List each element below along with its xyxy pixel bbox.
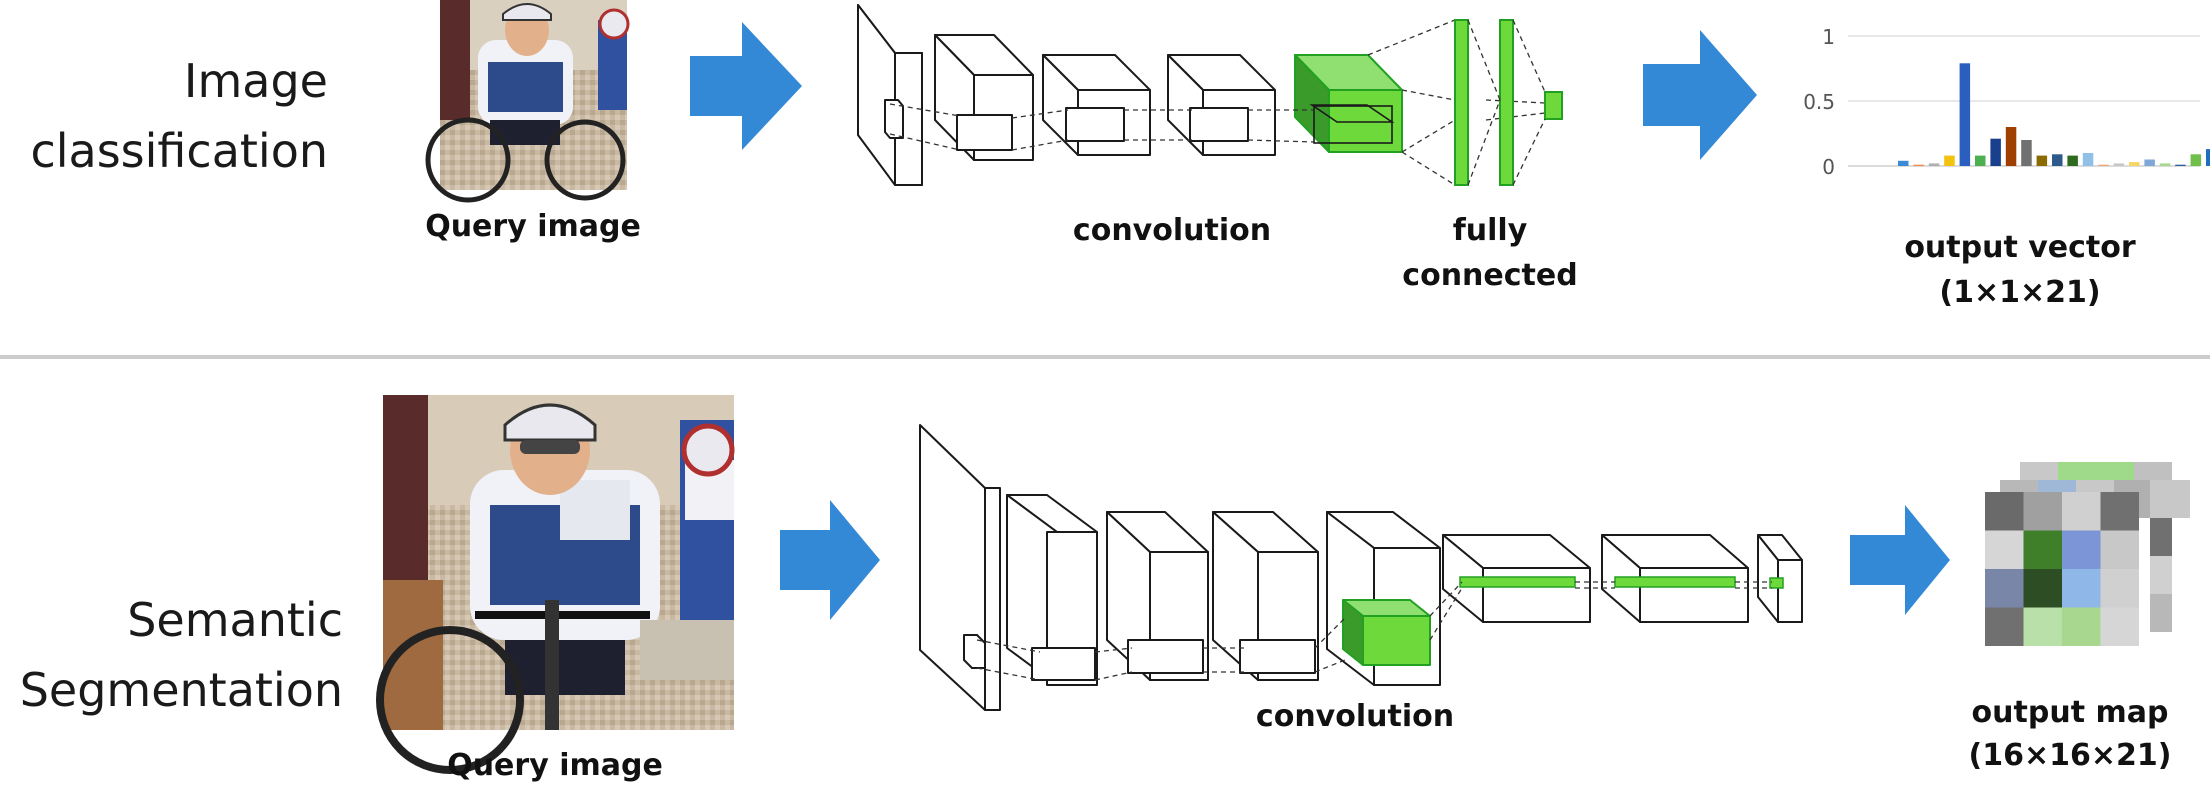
chart-bar [2036, 155, 2048, 166]
segmentation-conv-block-5 [1442, 534, 1591, 623]
output-map-cell [2100, 569, 2139, 608]
output-map [1985, 462, 2190, 646]
output-vector-caption-line2: (1×1×21) [1939, 275, 2100, 310]
classification-title-line1: Image [184, 54, 328, 108]
classification-conv-caption: convolution [1073, 213, 1271, 248]
chart-bar [1898, 160, 1909, 166]
output-map-cell [2150, 594, 2172, 632]
segmentation-conv-block-3 [1212, 511, 1319, 681]
chart-ytick-0: 0 [1822, 155, 1835, 179]
chart-bar [1913, 164, 1924, 166]
chart-bar [2206, 149, 2210, 166]
output-map-cell [1985, 492, 2024, 531]
output-map-cell [2062, 607, 2101, 646]
chart-bar [2113, 163, 2125, 166]
classification-query-caption: Query image [425, 209, 641, 244]
chart-bar [2005, 127, 2017, 166]
chart-bar [1975, 155, 1986, 166]
classification-section: Image classification Query image [30, 0, 2210, 310]
classification-fc-caption-line2: connected [1402, 258, 1577, 293]
segmentation-conv-block-2 [1106, 511, 1209, 681]
segmentation-conv-caption: convolution [1256, 699, 1454, 734]
chart-ytick-0-5: 0.5 [1803, 90, 1835, 114]
segmentation-input-arrow-icon [780, 500, 880, 620]
segmentation-output-arrow-icon [1850, 505, 1950, 615]
segmentation-title-line2: Segmentation [20, 663, 343, 717]
output-map-cell [2023, 492, 2062, 531]
output-map-cell [2062, 569, 2101, 608]
segmentation-conv-block-7 [1757, 534, 1803, 623]
output-map-cell [2150, 480, 2172, 518]
classification-conv-block-2 [1042, 54, 1151, 156]
chart-bar [2144, 159, 2155, 166]
segmentation-query-caption: Query image [447, 748, 663, 783]
classification-input-layer [857, 4, 923, 186]
chart-bars [1898, 63, 2210, 166]
classification-query-image [425, 0, 630, 203]
chart-bar [2129, 162, 2140, 166]
output-map-cell [2100, 607, 2139, 646]
segmentation-title-line1: Semantic [127, 593, 343, 647]
output-map-caption-line1: output map [1972, 695, 2169, 730]
segmentation-section: Semantic Segmentation Query image [20, 395, 2190, 783]
chart-bar [1928, 163, 1940, 166]
segmentation-conv-block-4 [1326, 511, 1441, 686]
chart-bar [2159, 163, 2171, 166]
classification-fc-caption-line1: fully [1453, 213, 1528, 248]
output-map-cell [2023, 569, 2062, 608]
chart-bar [2190, 154, 2202, 166]
classification-fc-layers [1454, 19, 1563, 186]
chart-bar [2067, 155, 2078, 166]
segmentation-connectors [976, 581, 1772, 681]
classification-conv-block-green [1294, 54, 1403, 153]
chart-bar [2082, 153, 2094, 166]
output-map-cell [2150, 556, 2172, 594]
classification-output-arrow-icon [1643, 30, 1757, 160]
chart-bar [1959, 63, 1971, 166]
output-map-cell [2023, 607, 2062, 646]
classification-conv-block-1 [934, 34, 1034, 161]
chart-bar [2175, 164, 2186, 166]
output-map-caption-line2: (16×16×21) [1969, 738, 2172, 773]
chart-bar [1990, 138, 2001, 166]
classification-title-line2: classification [30, 124, 328, 178]
output-map-cell [1985, 530, 2024, 569]
segmentation-input-layer [919, 424, 1001, 711]
chart-bar [1944, 155, 1955, 166]
chart-bar [2098, 164, 2109, 166]
output-map-cell [2062, 492, 2101, 531]
output-map-cell [2023, 530, 2062, 569]
output-map-cell [2062, 530, 2101, 569]
segmentation-conv-block-1 [1006, 494, 1098, 686]
output-map-cell [1985, 607, 2024, 646]
chart-bar [2052, 154, 2063, 166]
output-map-cell [1985, 569, 2024, 608]
segmentation-conv-block-6 [1601, 534, 1749, 623]
classification-connectors [889, 19, 1546, 186]
classification-input-arrow-icon [690, 22, 802, 150]
output-vector-caption-line1: output vector [1904, 230, 2136, 265]
classification-conv-block-3 [1167, 54, 1276, 156]
output-map-cell [2100, 492, 2139, 531]
output-map-cell [2150, 518, 2172, 556]
segmentation-query-image [376, 395, 735, 774]
chart-ytick-1: 1 [1822, 25, 1835, 49]
chart-bar [2021, 140, 2032, 166]
output-map-cell [2100, 530, 2139, 569]
output-vector-bar-chart: 1 0.5 0 [1803, 25, 2210, 179]
